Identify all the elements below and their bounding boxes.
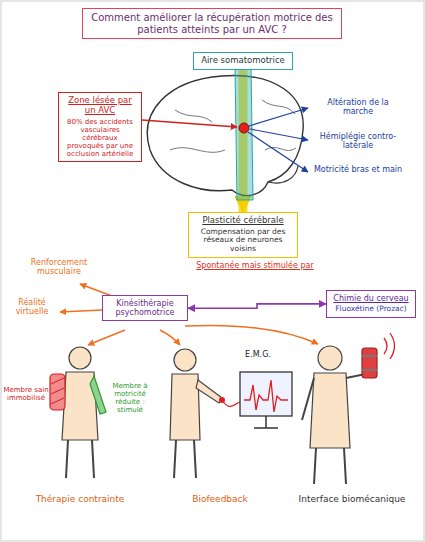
person-legs [314,448,346,484]
leader-line [142,120,237,127]
person-arms [302,354,368,420]
brain-sulcus [175,110,212,122]
title-box: Comment améliorer la récupération motric… [82,8,342,39]
symptom-label: Motricité bras et main [312,165,404,174]
person-head [69,347,91,369]
emg-monitor [240,372,292,416]
figure-caption: Biofeedback [160,494,280,504]
method-label: Réalité virtuelle [6,298,58,316]
limb-label: Membre sain immobilisé [3,386,49,402]
robotic-device [362,348,377,378]
leader-line [60,310,102,312]
node-body: Compensation par des réseaux de neurones… [193,228,293,254]
stimulus-note: Spontanée mais stimulée par [190,261,320,270]
electrode-wire [222,400,240,406]
person-arm [196,380,222,403]
person-head [318,346,342,370]
node-body: 80% des accidents vasculaires cérébraux … [63,118,137,158]
person-legs [174,440,196,478]
node-heading: Zone lésée par un AVC [63,96,137,116]
leader-line [185,325,318,344]
emg-signal [244,380,288,412]
therapy-box: Kinésithérapie psychomotrice [102,295,188,321]
connector [188,304,326,308]
node-heading: Chimie du cerveau [331,294,411,303]
arm-sling [50,374,65,410]
leader-line [248,132,308,172]
person-head [174,349,196,371]
chemistry-box: Chimie du cerveauFluoxétine (Prozac) [326,290,416,318]
sling-hatch [51,378,64,404]
area-box: Aire somatomotrice [193,52,293,70]
symptom-label: Altération de la marche [312,98,404,116]
leader-line [160,330,180,345]
signal-label: E.M.G. [234,350,282,359]
lesion-dot [239,123,249,133]
person-body [170,374,200,440]
person-legs [66,440,94,478]
device-strap [362,356,377,370]
brain-outline [147,76,303,196]
node-body: Fluoxétine (Prozac) [331,305,411,314]
leader-line [249,108,308,126]
leader-line [88,330,125,345]
stimulated-arm [90,376,106,414]
brain-sulcus [262,100,295,114]
node-heading: Kinésithérapie psychomotrice [107,299,183,317]
signal-waves [384,333,395,359]
limb-label: Membre à motricité réduite : stimulé [107,382,153,414]
plasticity-box: Plasticité cérébraleCompensation par des… [188,212,298,258]
person-body [310,373,350,448]
leader-line [250,129,308,140]
monitor-stand [254,416,278,428]
brain-sulcus [170,148,225,153]
symptom-label: Hémiplégie contro-latérale [312,132,404,150]
figure-caption: Interface biomécanique [285,494,419,504]
node-heading: Aire somatomotrice [198,56,288,66]
title: Comment améliorer la récupération motric… [87,12,337,35]
node-heading: Plasticité cérébrale [193,216,293,226]
figure-caption: Thérapie contrainte [20,494,140,504]
lesion-box: Zone lésée par un AVC80% des accidents v… [58,92,142,162]
cerebellum [268,166,298,183]
brain-sulcus [265,147,296,150]
method-label: Renforcement musculaire [24,258,94,276]
